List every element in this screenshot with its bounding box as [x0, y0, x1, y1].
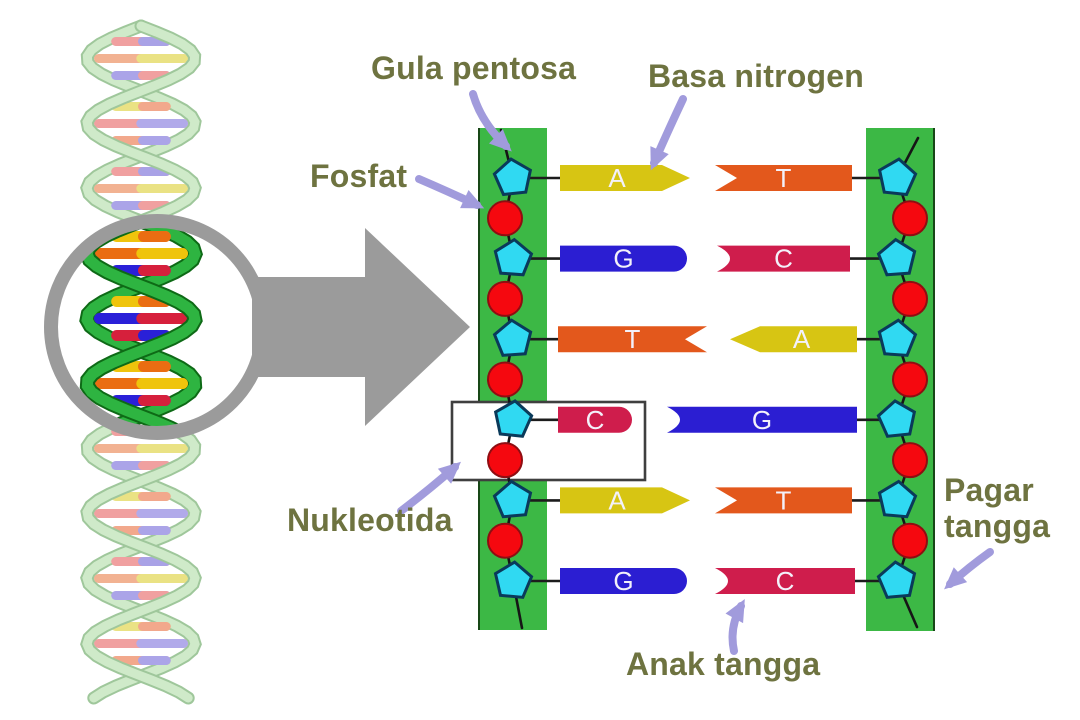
pentose-sugar-icon [492, 157, 533, 197]
phosphate-icon [487, 280, 523, 317]
base-letter: C [774, 244, 793, 274]
base-letter: G [613, 566, 633, 596]
helix-rung [138, 622, 171, 631]
base-letter: A [793, 324, 811, 354]
label-nukleotida: Nukleotida [287, 502, 453, 538]
label-pointer-arrows [397, 90, 994, 655]
base-letter: A [608, 485, 626, 515]
base-T [715, 487, 852, 514]
gula-pentosa-arrow-icon [469, 90, 512, 152]
phosphate-icon [487, 361, 523, 398]
helix-rung [136, 248, 188, 259]
base-letter: C [776, 566, 795, 596]
zoom-arrow-icon [252, 228, 470, 426]
base-letter: G [752, 405, 772, 435]
basa-nitrogen-arrow-icon [650, 95, 687, 171]
base-T [558, 326, 707, 353]
base-G [560, 568, 687, 594]
helix-rung [138, 361, 171, 372]
base-A [560, 487, 690, 514]
base-letter: C [586, 405, 605, 435]
phosphate-icon [892, 361, 928, 398]
helix-rung [136, 444, 188, 453]
phosphate-icon [892, 522, 928, 559]
pentose-sugar-icon [877, 318, 918, 357]
base-A [560, 165, 690, 191]
label-fosfat: Fosfat [310, 158, 408, 194]
phosphate-icon [892, 280, 928, 317]
base-letter: G [613, 244, 633, 274]
helix-rung [138, 492, 171, 501]
phosphate-icon [487, 200, 523, 237]
helix-rung [138, 656, 171, 665]
base-G [667, 406, 857, 433]
helix-rung [138, 395, 171, 406]
pentose-sugar-icon [493, 560, 534, 599]
label-gula-pentosa: Gula pentosa [371, 50, 577, 86]
base-letter: T [776, 485, 792, 515]
helix-rung [136, 639, 188, 648]
base-letter: T [776, 163, 792, 193]
label-anak-tangga: Anak tangga [626, 646, 821, 682]
phosphate-icon [487, 442, 523, 479]
fosfat-arrow-icon [415, 175, 485, 209]
phosphate-icon [892, 442, 928, 479]
base-C [558, 406, 632, 433]
phosphate-icon [487, 522, 523, 559]
helix-rung [138, 231, 171, 242]
nukleotida-arrow-icon [397, 461, 462, 515]
helix-rung [138, 136, 171, 145]
pentose-sugar-icon [493, 399, 534, 438]
pentose-sugar-icon [877, 479, 918, 519]
helix-rung [136, 119, 188, 128]
helix-rung [136, 184, 188, 193]
helix-rung [136, 509, 188, 518]
helix-rung [136, 54, 188, 63]
base-T [715, 165, 852, 191]
base-A [730, 326, 857, 353]
helix-rung [136, 313, 188, 324]
pentose-sugar-icon [877, 157, 918, 197]
label-basa-nitrogen: Basa nitrogen [648, 58, 864, 94]
helix-rung [136, 378, 188, 389]
anak-tangga-arrow-icon [725, 598, 745, 655]
label-pagar-tangga: Pagar tangga [944, 472, 1051, 545]
base-letter: T [625, 324, 641, 354]
helix-rung [138, 102, 171, 111]
pentose-sugar-icon [876, 399, 917, 438]
sugar-phosphate-backbone [499, 128, 920, 630]
base-C [715, 568, 855, 594]
magnified-helix-section [79, 227, 203, 427]
pentose-sugar-icon [876, 237, 917, 277]
pagar-tangga-arrow-icon [944, 548, 994, 590]
helix-rung [136, 574, 188, 583]
base-letter: A [608, 163, 626, 193]
helix-rung [138, 265, 171, 276]
pentose-sugar-icon [492, 479, 533, 519]
phosphate-icon [892, 200, 928, 237]
pentose-sugar-icon [876, 560, 917, 599]
pentose-sugar-icon [493, 237, 534, 277]
base-C [717, 245, 850, 272]
base-G [560, 245, 688, 272]
helix-rung [138, 526, 171, 535]
pentose-sugar-icon [492, 318, 533, 357]
dna-ladder-schematic: A T G C T A C G A T G C [450, 128, 935, 631]
base-pair-rows: A T G C T A C G A T G C [487, 157, 928, 599]
